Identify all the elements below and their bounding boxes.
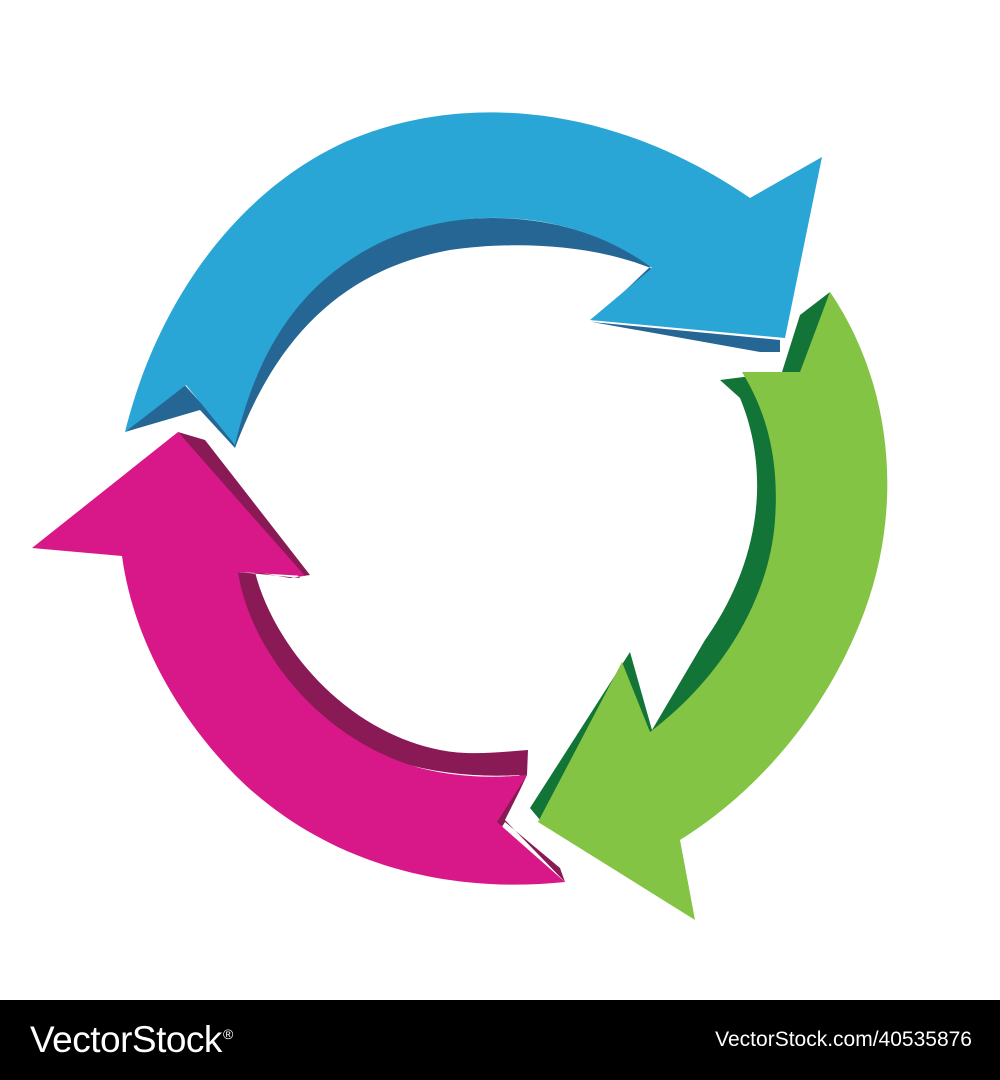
- blue-arrow: [125, 112, 822, 448]
- green-arrow: [530, 292, 888, 920]
- registered-mark: ®: [222, 1025, 233, 1042]
- image-id-text: VectorStock.com/40535876: [715, 1028, 972, 1051]
- green-arrow-face: [538, 292, 888, 920]
- blue-arrow-face: [125, 112, 822, 446]
- cycle-arrows-illustration: [32, 112, 888, 920]
- watermark-bar: VectorStock® VectorStock.com/40535876: [0, 1000, 1000, 1080]
- pink-arrow-face: [32, 432, 565, 885]
- green-arrow-side: [530, 292, 830, 826]
- brand-name: VectorStock: [30, 1019, 222, 1060]
- pink-arrow: [32, 432, 565, 885]
- brand-logo: VectorStock®: [30, 1019, 233, 1061]
